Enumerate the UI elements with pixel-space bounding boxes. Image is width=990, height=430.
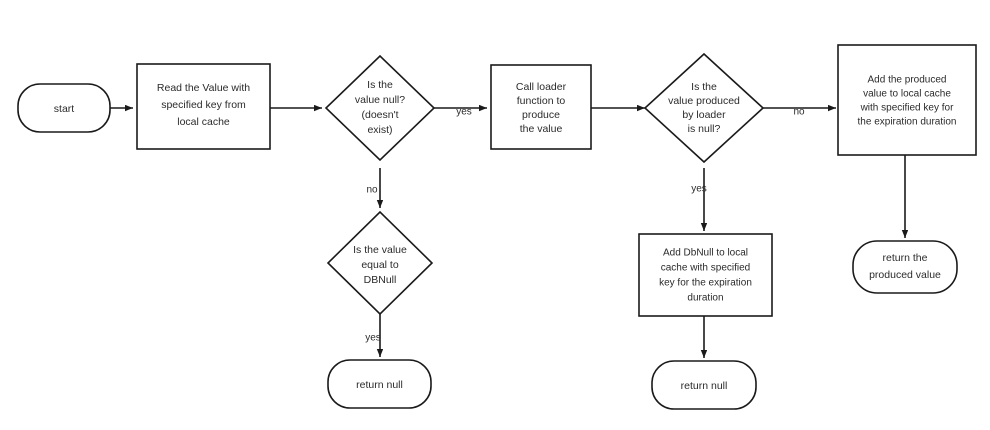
node-is-value-null-shape — [324, 54, 436, 162]
node-read-value-shape — [136, 63, 271, 150]
node-add-produced-value[interactable]: Add the produced value to local cache wi… — [837, 44, 977, 156]
node-return-null-middle-label: return null — [681, 380, 728, 392]
node-is-value-dbnull-line-1: Is the value — [353, 244, 407, 256]
node-is-value-null-line-4: exist) — [367, 124, 392, 136]
node-add-produced-value-shape — [837, 44, 977, 156]
node-is-produced-null-line-2: value produced — [668, 95, 740, 107]
node-call-loader-line-3: produce — [522, 109, 560, 121]
node-call-loader-line-1: Call loader — [516, 81, 567, 93]
node-start-label: start — [54, 103, 75, 115]
node-read-value-line-3: local cache — [177, 116, 230, 128]
node-add-produced-value-line-3: with specified key for — [860, 103, 954, 114]
node-add-produced-value-line-1: Add the produced — [868, 75, 947, 86]
node-call-loader-line-4: the value — [520, 123, 563, 135]
node-return-produced-value-shape — [852, 240, 958, 294]
node-is-value-dbnull-line-3: DBNull — [364, 274, 397, 286]
node-add-dbnull-label-3: key for the expiration — [659, 278, 752, 289]
node-read-value[interactable]: Read the Value with specified key from l… — [136, 63, 271, 150]
node-is-produced-null-line-1: Is the — [691, 81, 717, 93]
node-add-produced-value-line-2: value to local cache — [863, 89, 951, 100]
node-is-produced-null-line-3: by loader — [682, 109, 726, 121]
edge-label-dbnull-yes: yes — [365, 333, 381, 344]
node-return-produced-value-line-1: return the — [883, 252, 928, 264]
edge-label-producednull-yes: yes — [691, 184, 707, 195]
node-return-produced-value-line-2: produced value — [869, 269, 941, 281]
node-is-produced-null-shape — [643, 52, 765, 164]
node-add-dbnull-shape — [638, 233, 773, 317]
node-is-value-dbnull-line-2: equal to — [361, 259, 399, 271]
node-is-value-dbnull[interactable]: Is the value equal to DBNull — [326, 210, 434, 316]
node-add-produced-value-line-4: the expiration duration — [858, 117, 957, 128]
node-is-value-null-line-1: Is the — [367, 79, 393, 91]
node-is-value-null-line-2: value null? — [355, 94, 405, 106]
node-return-produced-value[interactable]: return the produced value — [852, 240, 958, 294]
edge-label-isnull-yes: yes — [456, 107, 472, 118]
node-return-null-middle[interactable]: return null — [651, 360, 757, 410]
node-add-dbnull[interactable]: Add DbNull to local cache with specified… — [638, 233, 773, 317]
node-is-value-dbnull-shape — [326, 210, 434, 316]
node-read-value-line-1: Read the Value with — [157, 82, 250, 94]
edges-layer: yes no no yes yes — [110, 104, 909, 358]
node-call-loader-shape — [490, 64, 592, 150]
node-add-dbnull-label-2: cache with specified — [661, 263, 751, 274]
node-is-value-null[interactable]: Is the value null? (doesn't exist) — [324, 54, 436, 162]
edge-label-isnull-no: no — [366, 185, 378, 196]
node-return-null-middle-shape — [651, 360, 757, 410]
node-start[interactable]: start — [17, 83, 111, 133]
node-call-loader-line-2: function to — [517, 95, 566, 107]
node-return-null-left-shape — [327, 359, 432, 409]
node-is-produced-null-line-4: is null? — [688, 123, 721, 135]
node-return-null-left[interactable]: return null — [327, 359, 432, 409]
node-is-produced-null[interactable]: Is the value produced by loader is null? — [643, 52, 765, 164]
node-call-loader[interactable]: Call loader function to produce the valu… — [490, 64, 592, 150]
node-add-dbnull-label-1: Add DbNull to local — [663, 248, 748, 259]
node-add-dbnull-label-4: duration — [687, 293, 723, 304]
node-return-null-left-label: return null — [356, 379, 403, 391]
node-start-shape — [17, 83, 111, 133]
node-read-value-line-2: specified key from — [161, 99, 246, 111]
node-is-value-null-line-3: (doesn't — [361, 109, 398, 121]
edge-label-producednull-no: no — [793, 107, 805, 118]
